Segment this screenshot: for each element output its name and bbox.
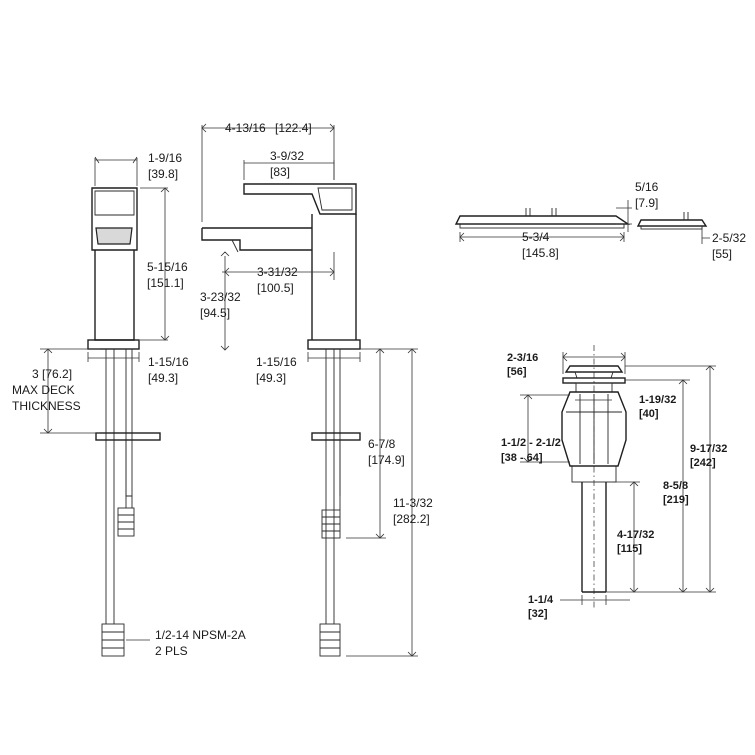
- drain-mid-mm: [219]: [663, 494, 689, 506]
- side-reach-frac: 4-13/16: [225, 121, 266, 135]
- drain-cap-mm: [56]: [507, 366, 527, 378]
- plate-depth-frac: 2-5/32: [712, 231, 746, 245]
- shank-length-frac: 6-7/8: [368, 437, 396, 451]
- drain-total-frac: 9-17/32: [690, 443, 727, 455]
- front-base-mm: [49.3]: [148, 371, 178, 385]
- drain-total-mm: [242]: [690, 457, 716, 469]
- drain-body-mm: [40]: [639, 408, 659, 420]
- handle-reach-mm: [83]: [270, 165, 290, 179]
- drain-body-frac: 1-19/32: [639, 394, 676, 406]
- side-view-faucet: [201, 183, 361, 657]
- total-supply-mm: [282.2]: [393, 512, 430, 526]
- deck-plate: [454, 208, 708, 230]
- drain-tail-frac: 4-17/32: [617, 529, 654, 541]
- plate-length-mm: [145.8]: [522, 246, 559, 260]
- connection-line1: 1/2-14 NPSM-2A: [155, 628, 246, 642]
- total-supply-frac: 11-3/32: [393, 496, 433, 510]
- side-reach-mm: [122.4]: [275, 121, 312, 135]
- front-height-frac: 5-15/16: [147, 260, 188, 274]
- plate-height-mm: [7.9]: [635, 196, 658, 210]
- front-height-mm: [151.1]: [147, 276, 184, 290]
- plate-dimension-lines: [459, 200, 710, 244]
- max-deck-line3: THICKNESS: [12, 399, 81, 413]
- front-width-mm: [39.8]: [148, 167, 178, 181]
- drain-cap-frac: 2-3/16: [507, 352, 538, 364]
- drain-mid-frac: 8-5/8: [663, 480, 688, 492]
- plate-height-frac: 5/16: [635, 180, 659, 194]
- front-width-frac: 1-9/16: [148, 151, 182, 165]
- plate-length-frac: 5-3/4: [522, 230, 550, 244]
- front-base-frac: 1-15/16: [148, 355, 189, 369]
- max-deck-line2: MAX DECK: [12, 383, 75, 397]
- spout-reach-frac: 3-31/32: [257, 265, 298, 279]
- drain-tail-dia-mm: [32]: [528, 608, 548, 620]
- front-dimension-lines: [40, 156, 170, 641]
- max-deck-line1: 3 [76.2]: [32, 367, 72, 381]
- spout-reach-mm: [100.5]: [257, 281, 294, 295]
- side-base-mm: [49.3]: [256, 371, 286, 385]
- drain-deck-mm: [38 - 64]: [501, 452, 543, 464]
- drain-tail-mm: [115]: [617, 543, 642, 555]
- drain-dimension-lines: [520, 352, 716, 605]
- spout-height-mm: [94.5]: [200, 306, 230, 320]
- drain-deck-frac: 1-1/2 - 2-1/2: [501, 437, 561, 449]
- pop-up-drain: [561, 345, 627, 610]
- shank-length-mm: [174.9]: [368, 453, 405, 467]
- plate-depth-mm: [55]: [712, 247, 732, 261]
- handle-reach-frac: 3-9/32: [270, 149, 304, 163]
- spout-height-frac: 3-23/32: [200, 290, 241, 304]
- drain-tail-dia-frac: 1-1/4: [528, 594, 554, 606]
- side-base-frac: 1-15/16: [256, 355, 297, 369]
- side-dimension-lines: [201, 123, 418, 657]
- front-view-faucet: [87, 187, 161, 657]
- connection-line2: 2 PLS: [155, 644, 188, 658]
